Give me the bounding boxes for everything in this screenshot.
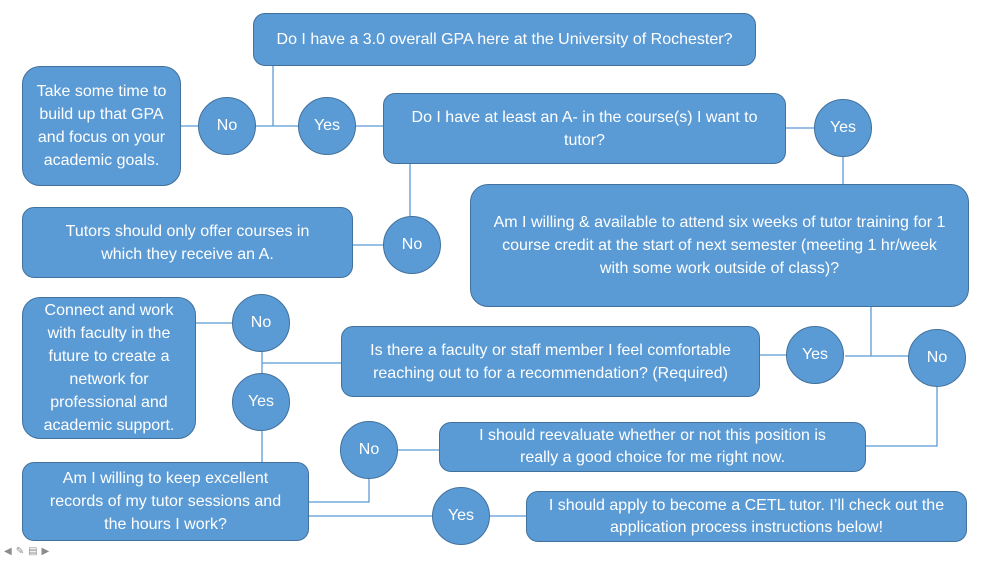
connector	[309, 477, 370, 503]
connector	[866, 386, 938, 447]
build-gpa-box: Take some time to build up that GPA and …	[22, 66, 181, 186]
grade-question-box: Do I have at least an A- in the course(s…	[383, 93, 786, 164]
gpa-no-circle: No	[198, 97, 256, 155]
pen-icon[interactable]: ✎	[15, 546, 25, 557]
records-yes-circle: Yes	[432, 487, 490, 545]
grade-yes-circle: Yes	[814, 99, 872, 157]
faculty-no-circle: No	[232, 294, 290, 352]
grade-no-circle: No	[383, 216, 441, 274]
records-no-circle: No	[340, 421, 398, 479]
arrow-left-icon[interactable]: ◀	[4, 546, 12, 557]
faculty-question-box: Is there a faculty or staff member I fee…	[341, 326, 760, 397]
arrow-right-icon[interactable]: ▶	[41, 546, 50, 557]
faculty-yes-circle: Yes	[232, 373, 290, 431]
menu-icon[interactable]: ▤	[28, 546, 38, 557]
connector	[845, 306, 872, 357]
reevaluate-box: I should reevaluate whether or not this …	[439, 422, 866, 472]
only-a-courses-box: Tutors should only offer courses in whic…	[22, 207, 353, 278]
slide-nav-toolbar: ◀ ✎ ▤ ▶	[4, 546, 49, 557]
gpa-question-box: Do I have a 3.0 overall GPA here at the …	[253, 13, 756, 66]
training-no-circle: No	[908, 329, 966, 387]
gpa-yes-circle: Yes	[298, 97, 356, 155]
faculty-network-box: Connect and work with faculty in the fut…	[22, 297, 196, 439]
records-question-box: Am I willing to keep excellent records o…	[22, 462, 309, 541]
training-question-box: Am I willing & available to attend six w…	[470, 184, 969, 307]
training-yes-circle: Yes	[786, 326, 844, 384]
apply-box: I should apply to become a CETL tutor. I…	[526, 491, 967, 542]
